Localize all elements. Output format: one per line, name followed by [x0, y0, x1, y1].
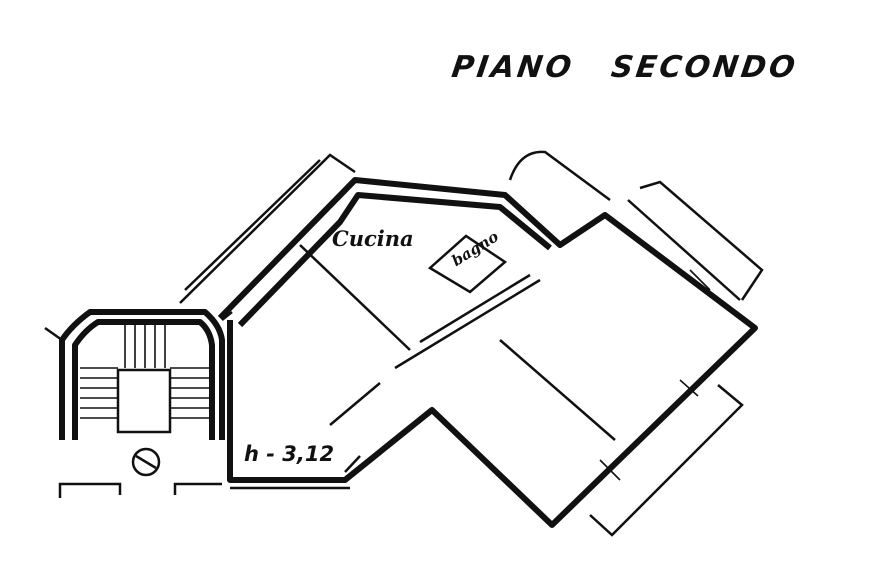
room-label-kitchen: Cucina	[332, 226, 414, 251]
interior-walls	[299, 234, 711, 481]
staircase	[44, 309, 233, 498]
apartment-walls	[179, 150, 764, 537]
ceiling-height-label: h - 3,12	[244, 442, 335, 466]
lift-symbol-icon	[131, 447, 161, 477]
